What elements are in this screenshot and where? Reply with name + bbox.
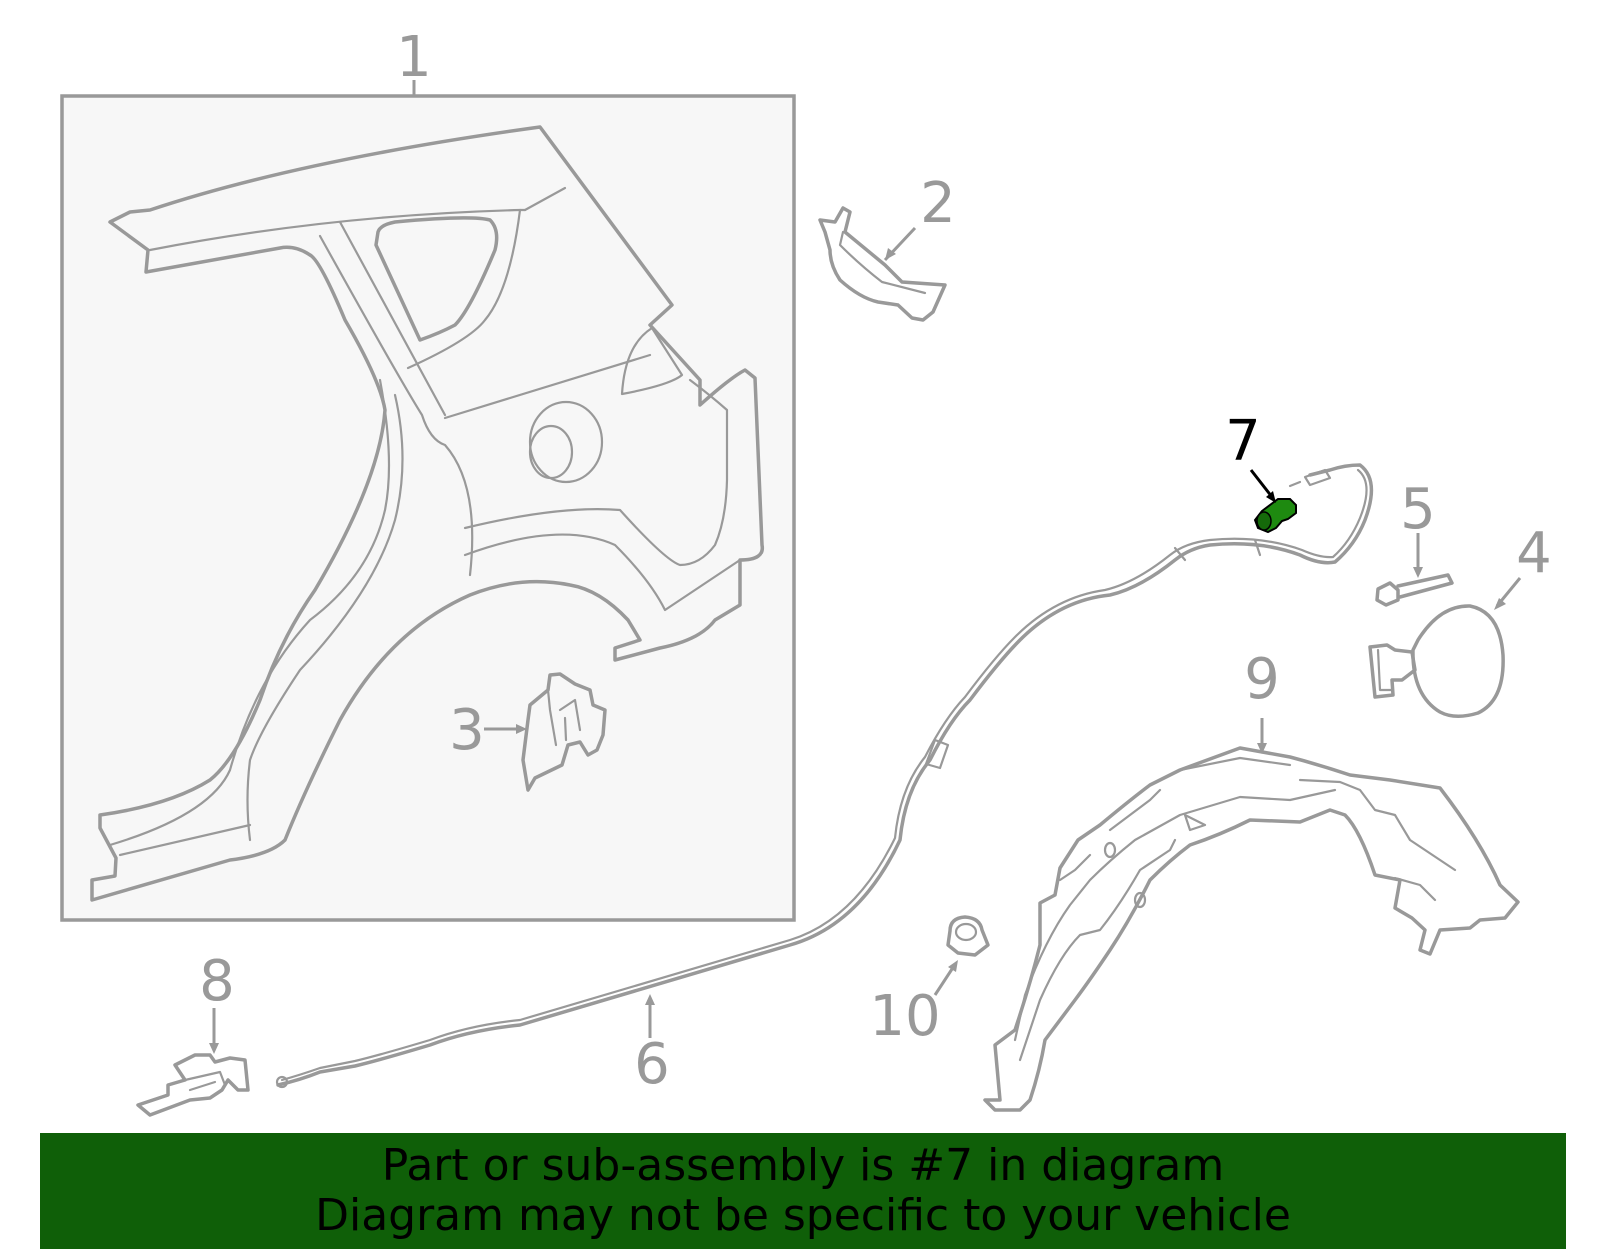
part-5-bolt[interactable] bbox=[1375, 533, 1454, 607]
callout-2: 2 bbox=[920, 171, 956, 236]
part-6-release-cable[interactable] bbox=[275, 463, 1374, 1089]
callout-1: 1 bbox=[396, 25, 432, 90]
callout-9: 9 bbox=[1244, 647, 1280, 712]
part-4-fuel-door[interactable] bbox=[1368, 577, 1522, 718]
part-7-clip-highlighted[interactable] bbox=[1249, 469, 1297, 534]
callout-3: 3 bbox=[449, 698, 485, 763]
callout-6: 6 bbox=[634, 1032, 670, 1097]
part-2-bracket[interactable] bbox=[818, 206, 947, 322]
callout-7: 7 bbox=[1225, 409, 1261, 474]
part-9-fender-liner[interactable] bbox=[983, 718, 1520, 1112]
banner-line-part-reference: Part or sub-assembly is #7 in diagram bbox=[381, 1140, 1225, 1191]
callout-10: 10 bbox=[869, 984, 940, 1049]
notice-banner: Part or sub-assembly is #7 in diagram Di… bbox=[40, 1133, 1566, 1249]
part-10-clip-nut[interactable] bbox=[933, 915, 990, 996]
banner-line-disclaimer: Diagram may not be specific to your vehi… bbox=[315, 1190, 1291, 1241]
part-1-quarter-panel[interactable] bbox=[60, 80, 796, 922]
callout-8: 8 bbox=[199, 949, 235, 1014]
part-3-bracket[interactable] bbox=[484, 672, 607, 792]
part-8-latch[interactable] bbox=[136, 1008, 250, 1117]
callout-5: 5 bbox=[1400, 477, 1436, 542]
callout-4: 4 bbox=[1516, 521, 1552, 586]
